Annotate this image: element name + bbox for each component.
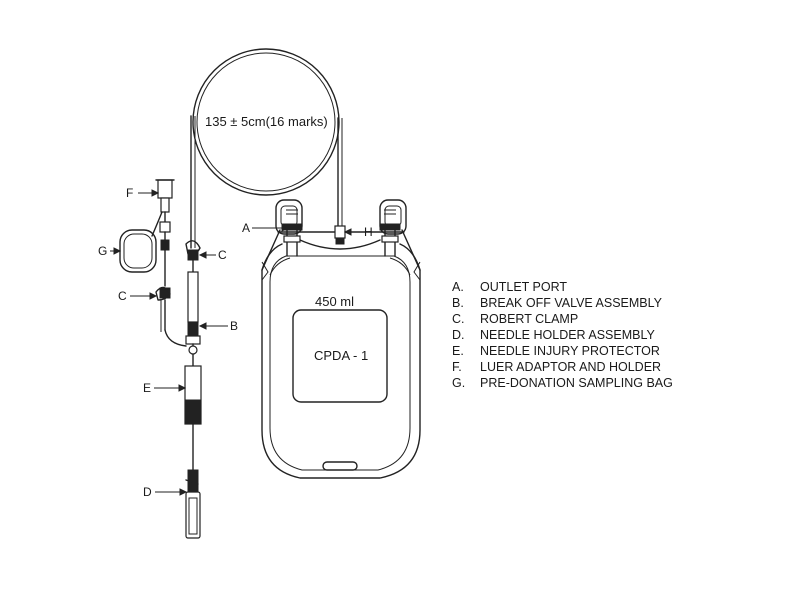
legend-key-f: F.	[452, 360, 462, 374]
legend: A. OUTLET PORT B. BREAK OFF VALVE ASSEMB…	[452, 280, 673, 390]
bag-volume-label: 450 ml	[315, 294, 354, 309]
legend-text-g: PRE-DONATION SAMPLING BAG	[480, 376, 673, 390]
callout-d: D	[143, 485, 152, 499]
callout-b: B	[230, 319, 238, 333]
blood-bag	[261, 199, 421, 479]
legend-text-c: ROBERT CLAMP	[480, 312, 578, 326]
sampling-bag	[119, 211, 163, 273]
callout-h: H	[364, 225, 373, 239]
callout-a: A	[242, 221, 250, 235]
bag-anticoagulant-label: CPDA - 1	[314, 348, 368, 363]
donor-line	[184, 240, 202, 539]
callout-leaders	[110, 189, 362, 496]
tubing-loop	[190, 48, 343, 249]
legend-text-d: NEEDLE HOLDER ASSEMBLY	[480, 328, 655, 342]
legend-key-c: C.	[452, 312, 465, 326]
legend-key-g: G.	[452, 376, 465, 390]
sampling-line	[155, 249, 187, 347]
callout-e: E	[143, 381, 151, 395]
callout-c-upper: C	[218, 248, 227, 262]
luer-adaptor	[155, 179, 175, 251]
legend-text-e: NEEDLE INJURY PROTECTOR	[480, 344, 660, 358]
legend-key-e: E.	[452, 344, 464, 358]
legend-text-f: LUER ADAPTOR AND HOLDER	[480, 360, 661, 374]
legend-key-d: D.	[452, 328, 465, 342]
callout-f: F	[126, 186, 133, 200]
callout-c-lower: C	[118, 289, 127, 303]
tube-length-label: 135 ± 5cm(16 marks)	[205, 114, 328, 129]
legend-text-b: BREAK OFF VALVE ASSEMBLY	[480, 296, 663, 310]
legend-key-b: B.	[452, 296, 464, 310]
callout-g: G	[98, 244, 107, 258]
legend-text-a: OUTLET PORT	[480, 280, 567, 294]
legend-key-a: A.	[452, 280, 464, 294]
